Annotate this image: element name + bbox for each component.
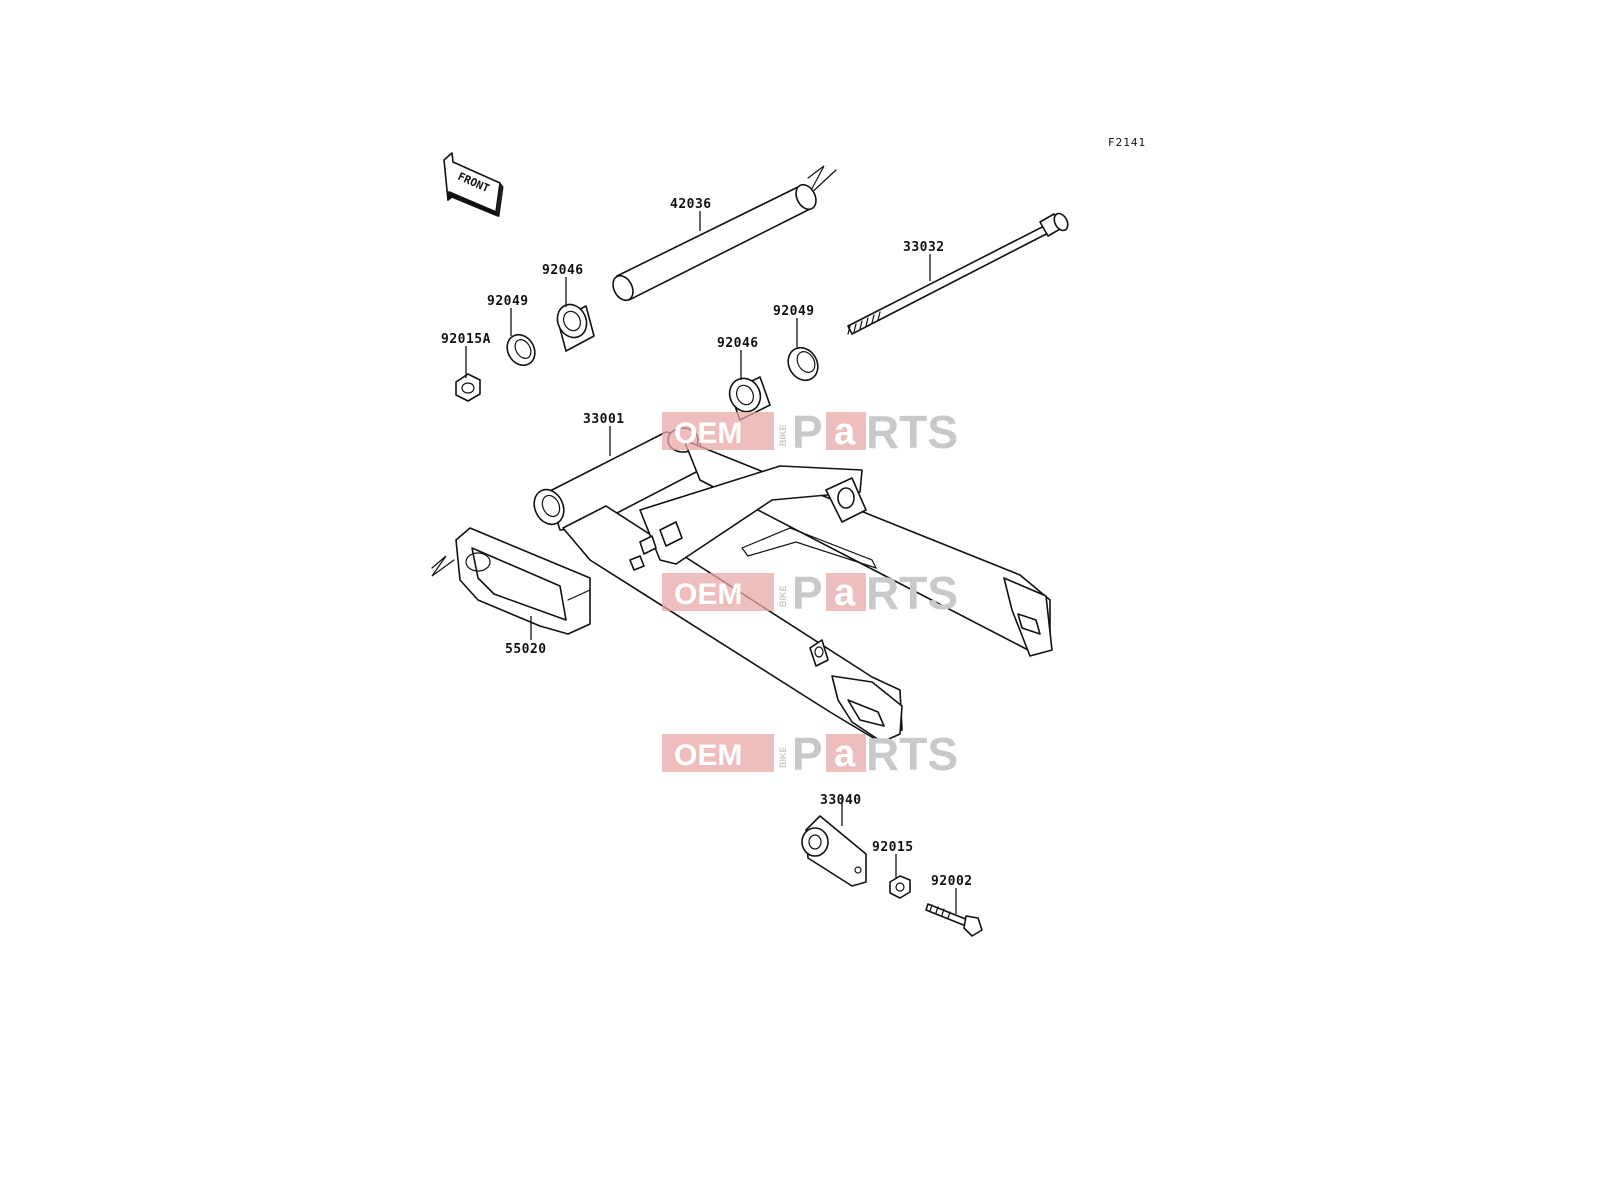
watermark-bike-text: BIKE <box>778 424 788 446</box>
watermark-oem-text: OEM <box>674 417 742 450</box>
watermark-rts-text: RTS <box>866 406 958 458</box>
watermark-oem-text: OEM <box>674 739 742 772</box>
watermark-oem-text: OEM <box>674 578 742 611</box>
part-label: 92049 <box>487 294 529 309</box>
part-label: 33032 <box>903 240 945 255</box>
watermark-a-text: a <box>834 733 856 775</box>
part-label: 92049 <box>773 304 815 319</box>
part-label: 92015A <box>441 332 491 347</box>
front-arrow-icon: FRONT <box>443 152 504 218</box>
break-mark-top <box>807 165 837 197</box>
watermark-p-text: P <box>792 728 823 780</box>
part-92015A-nut[interactable] <box>455 373 481 402</box>
part-92015-nut[interactable] <box>889 875 911 899</box>
part-label: 92046 <box>542 263 584 278</box>
part-label: 55020 <box>505 642 547 657</box>
part-42036-tube[interactable] <box>609 181 820 303</box>
watermark-rts-text: RTS <box>866 567 958 619</box>
part-label: 33040 <box>820 793 862 808</box>
part-label: 42036 <box>670 197 712 212</box>
watermark-bike-text: BIKE <box>778 585 788 607</box>
part-55020-chain-guard[interactable] <box>455 527 591 635</box>
part-33001-swingarm[interactable] <box>529 427 1053 743</box>
part-92046-bearing-left[interactable] <box>552 300 595 352</box>
diagram-code: F2141 <box>1108 136 1146 149</box>
watermark-logo: OEM BIKE P a RTS <box>662 406 958 458</box>
part-label: 92046 <box>717 336 759 351</box>
part-92049-seal-left[interactable] <box>502 330 541 371</box>
watermark-rts-text: RTS <box>866 728 958 780</box>
part-label: 33001 <box>583 412 625 427</box>
part-label: 92015 <box>872 840 914 855</box>
break-mark-left <box>431 555 455 577</box>
watermark-logo: OEM BIKE P a RTS <box>662 728 958 780</box>
part-label: 92002 <box>931 874 973 889</box>
part-92049-seal-right[interactable] <box>782 342 823 385</box>
watermark-a-text: a <box>834 572 856 614</box>
part-33040-chain-adjuster[interactable] <box>801 815 867 887</box>
watermark-p-text: P <box>792 567 823 619</box>
watermark-p-text: P <box>792 406 823 458</box>
watermark-logo: OEM BIKE P a RTS <box>662 567 958 619</box>
part-92002-bolt[interactable] <box>925 903 983 937</box>
watermark-bike-text: BIKE <box>778 746 788 768</box>
part-33032-pivot-bolt[interactable] <box>847 211 1070 335</box>
part-92046-bearing-right[interactable] <box>724 373 771 421</box>
watermark-a-text: a <box>834 411 856 453</box>
